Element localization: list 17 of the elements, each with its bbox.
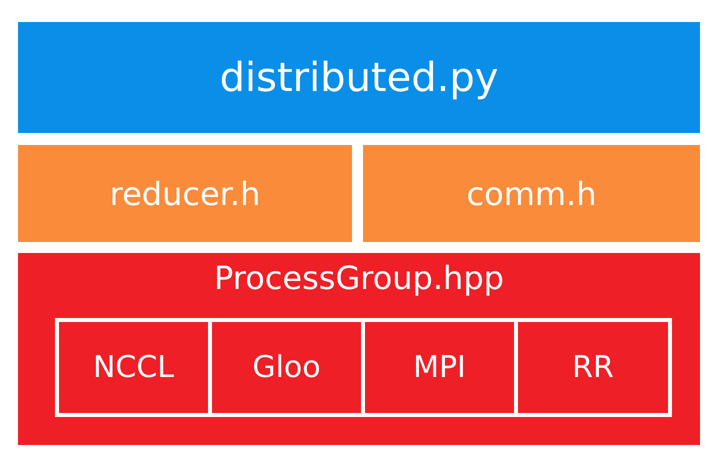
backend-box bbox=[518, 322, 668, 413]
file-label: ProcessGroup.hpp bbox=[214, 259, 504, 297]
file-label: distributed.py bbox=[220, 54, 498, 100]
layer-block bbox=[363, 145, 700, 242]
backend-box bbox=[212, 322, 361, 413]
file-label: reducer.h bbox=[110, 174, 260, 212]
file-label: comm.h bbox=[466, 174, 596, 212]
backend-box bbox=[59, 322, 208, 413]
layer-block bbox=[18, 22, 700, 133]
file-label: Gloo bbox=[252, 350, 321, 385]
layer-block bbox=[18, 145, 352, 242]
file-label: MPI bbox=[413, 350, 466, 385]
backend-frame bbox=[55, 318, 672, 417]
layer-block bbox=[18, 253, 700, 445]
file-label: RR bbox=[572, 350, 614, 385]
file-label: NCCL bbox=[92, 350, 174, 385]
backend-box bbox=[365, 322, 514, 413]
